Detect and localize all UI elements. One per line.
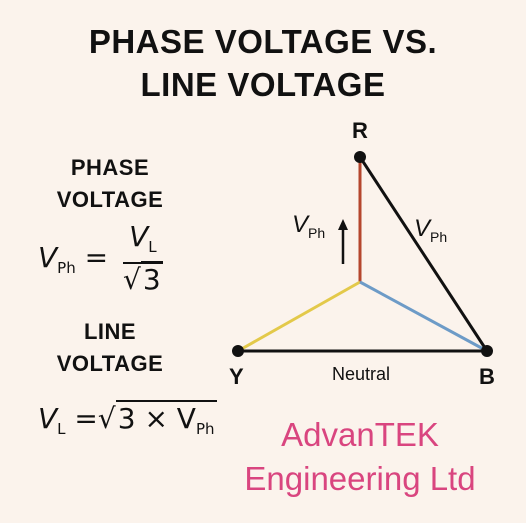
phase-heading-line-1: PHASE bbox=[70, 155, 150, 180]
y-phase-line bbox=[237, 280, 361, 353]
fraction-denominator: √3 bbox=[123, 261, 163, 296]
node-b-label: B bbox=[479, 364, 495, 389]
sqrt-radicand: 3 bbox=[140, 261, 163, 296]
node-y-dot bbox=[232, 345, 244, 357]
radicand-text: 3 × V bbox=[117, 402, 196, 435]
node-r-dot bbox=[354, 151, 366, 163]
line-r-to-b bbox=[358, 156, 489, 352]
formula-lhs-symbol: V bbox=[38, 402, 58, 435]
line-heading-line-1: LINE bbox=[83, 319, 137, 344]
brand-line-2: Engineering Ltd bbox=[244, 460, 476, 497]
numerator-symbol: V bbox=[129, 220, 149, 253]
formula-lhs-symbol: V bbox=[38, 241, 58, 274]
phase-voltage-formula: VPh = VL √3 bbox=[38, 222, 163, 296]
neutral-label: Neutral bbox=[332, 364, 390, 384]
arrow-head-icon bbox=[338, 219, 348, 230]
phase-heading-line-2: VOLTAGE bbox=[56, 187, 164, 212]
sqrt-symbol: √ bbox=[97, 402, 116, 435]
page-title: PHASE VOLTAGE VS. LINE VOLTAGE bbox=[0, 20, 526, 106]
brand-line-1: AdvanTEK bbox=[281, 416, 439, 453]
vph-edge-subscript: Ph bbox=[430, 229, 447, 245]
sqrt-symbol: √ bbox=[123, 263, 141, 296]
sqrt-radicand: 3 × VPh bbox=[115, 400, 217, 438]
equals-sign: = bbox=[84, 241, 109, 274]
vph-edge-label: VPh bbox=[414, 215, 447, 245]
equals-sign: = bbox=[74, 402, 98, 435]
numerator-subscript: L bbox=[148, 238, 157, 256]
b-phase-line bbox=[359, 280, 488, 353]
sqrt-expression: √3 bbox=[123, 261, 163, 296]
title-line-2: LINE VOLTAGE bbox=[140, 66, 386, 103]
fraction-numerator: VL bbox=[123, 222, 163, 264]
vph-edge-symbol: V bbox=[414, 215, 432, 242]
vph-symbol: V bbox=[292, 211, 310, 238]
node-y-label: Y bbox=[229, 364, 244, 389]
line-voltage-formula: VL =√3 × VPh bbox=[38, 400, 217, 438]
radicand-subscript: Ph bbox=[195, 420, 215, 438]
line-voltage-heading: LINE VOLTAGE bbox=[40, 316, 180, 380]
vph-label: VPh bbox=[292, 211, 325, 241]
title-line-1: PHASE VOLTAGE VS. bbox=[88, 23, 438, 60]
node-r-label: R bbox=[352, 118, 368, 143]
formula-lhs-subscript: L bbox=[57, 420, 66, 438]
fraction: VL √3 bbox=[123, 222, 163, 296]
phase-voltage-heading: PHASE VOLTAGE bbox=[40, 152, 180, 216]
line-heading-line-2: VOLTAGE bbox=[56, 351, 164, 376]
formula-lhs-subscript: Ph bbox=[57, 259, 76, 277]
sqrt-expression: √3 × VPh bbox=[97, 400, 217, 438]
vph-subscript: Ph bbox=[308, 225, 325, 241]
node-b-dot bbox=[481, 345, 493, 357]
